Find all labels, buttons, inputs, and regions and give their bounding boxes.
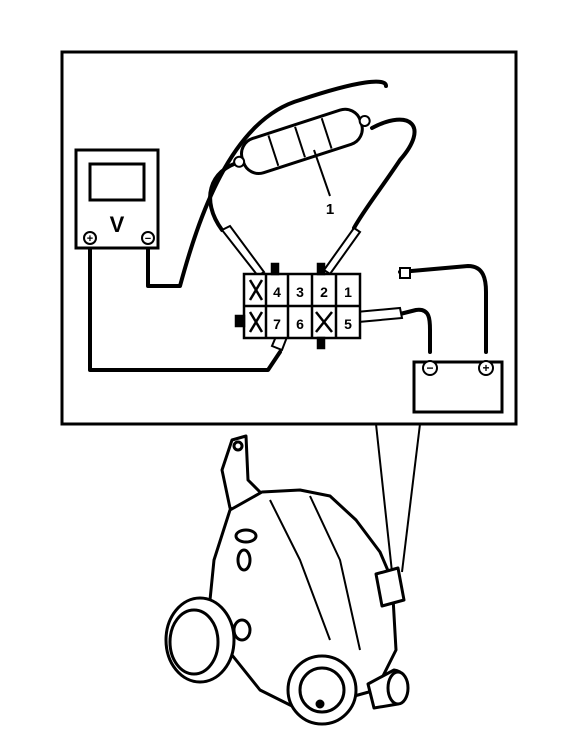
- detail-leader-right: [401, 423, 421, 573]
- pin-label-1: 1: [344, 284, 352, 300]
- pin-label-5: 5: [344, 316, 352, 332]
- voltmeter-minus-symbol: −: [145, 233, 151, 245]
- battery-body: [412, 360, 504, 414]
- voltmeter-display: [88, 162, 146, 202]
- resistor-right-lead: [358, 114, 371, 127]
- connector-tab: [316, 336, 326, 350]
- wire-pin5-battery: [398, 307, 432, 354]
- voltmeter-plus-symbol: +: [87, 233, 93, 245]
- resistor: [233, 107, 371, 175]
- resistor-left-lead: [233, 155, 246, 168]
- connector-latch: [234, 314, 246, 328]
- connector-pin-labels: 4 3 2 1 7 6 5: [273, 284, 352, 332]
- wire-resistor-left: [208, 160, 242, 232]
- voltmeter-unit-label: V: [110, 212, 125, 237]
- resistor-body: [240, 107, 364, 175]
- pin-label-3: 3: [296, 284, 304, 300]
- wire-meter-negative: [146, 79, 388, 288]
- pin-label-6: 6: [296, 316, 304, 332]
- actuator-inlet-face: [168, 608, 220, 676]
- voltmeter: V + −: [74, 148, 160, 250]
- probe-pin1: [399, 267, 411, 279]
- wires: [88, 79, 488, 372]
- connector-tab: [270, 262, 280, 276]
- battery-plus-symbol: +: [482, 361, 489, 375]
- actuator-shaft-boss: [234, 528, 258, 544]
- actuator-assembly: [164, 434, 410, 726]
- pin-label-4: 4: [273, 284, 281, 300]
- callout-label: 1: [326, 201, 334, 218]
- battery-plus-terminal: [478, 360, 494, 376]
- pin-label-2: 2: [320, 284, 328, 300]
- voltmeter-minus-terminal: [141, 231, 155, 245]
- probe-pin4: [220, 224, 266, 278]
- voltmeter-plus-terminal: [83, 231, 97, 245]
- connector-tab: [316, 262, 326, 276]
- wire-pin1-battery: [398, 264, 488, 354]
- connector: [234, 262, 362, 350]
- probe-pin5: [354, 306, 404, 324]
- wire-resistor-right: [352, 117, 417, 230]
- pin-label-7: 7: [273, 316, 281, 332]
- actuator-connector-socket: [374, 566, 406, 608]
- wire-meter-positive: [88, 238, 282, 372]
- callout-leader: [313, 149, 331, 197]
- probe-pin2: [322, 226, 362, 276]
- detail-leader-left: [375, 423, 393, 573]
- battery: − +: [412, 360, 504, 414]
- detail-frame: [60, 50, 518, 426]
- battery-minus-terminal: [422, 360, 438, 376]
- battery-minus-symbol: −: [426, 361, 433, 375]
